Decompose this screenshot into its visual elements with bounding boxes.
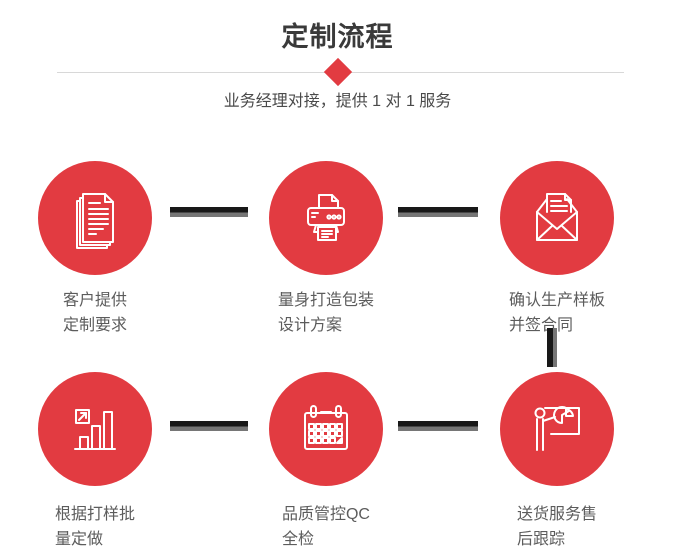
step-3-label: 确认生产样板 并签合同: [460, 288, 654, 338]
presentation-icon: [500, 372, 614, 486]
step-6: 送货服务售 后跟踪: [500, 372, 614, 548]
page-title: 定制流程: [281, 22, 394, 52]
step-label-line: 客户提供: [62, 292, 127, 309]
connector-step2-step3: [398, 207, 478, 217]
calendar-icon: [269, 372, 383, 486]
connector-step4-step5: [170, 421, 248, 431]
diamond-icon: [323, 57, 353, 87]
step-3: 确认生产样板 并签合同: [500, 161, 614, 334]
step-label-line: 品质管控QC: [281, 506, 370, 523]
step-label-line: 全检: [281, 531, 314, 548]
step-label-line: 设计方案: [277, 317, 342, 334]
bar-chart-icon: [38, 372, 152, 486]
documents-icon: [38, 161, 152, 275]
envelope-icon: [500, 161, 614, 275]
step-label-line: 后跟踪: [516, 531, 565, 548]
step-1: 客户提供 定制要求: [38, 161, 152, 334]
step-5: 品质管控QC 全检: [269, 372, 383, 548]
connector-step3-step6: [547, 328, 557, 367]
step-1-label: 客户提供 定制要求: [0, 288, 192, 338]
step-2: 量身打造包装 设计方案: [269, 161, 383, 334]
step-2-label: 量身打造包装 设计方案: [229, 288, 423, 338]
step-6-label: 送货服务售 后跟踪: [460, 502, 654, 552]
connector-step1-step2: [170, 207, 248, 217]
step-label-line: 量定做: [54, 531, 103, 548]
step-label-line: 定制要求: [62, 317, 127, 334]
step-4-label: 根据打样批 量定做: [0, 502, 192, 552]
step-label-line: 量身打造包装: [277, 292, 374, 309]
printer-icon: [269, 161, 383, 275]
connector-step5-step6: [398, 421, 478, 431]
page-subtitle: 业务经理对接，提供 1 对 1 服务: [223, 93, 452, 110]
step-label-line: 根据打样批: [54, 506, 135, 523]
step-4: 根据打样批 量定做: [38, 372, 152, 548]
step-5-label: 品质管控QC 全检: [229, 502, 423, 552]
step-label-line: 送货服务售: [516, 506, 597, 523]
step-label-line: 确认生产样板: [508, 292, 605, 309]
